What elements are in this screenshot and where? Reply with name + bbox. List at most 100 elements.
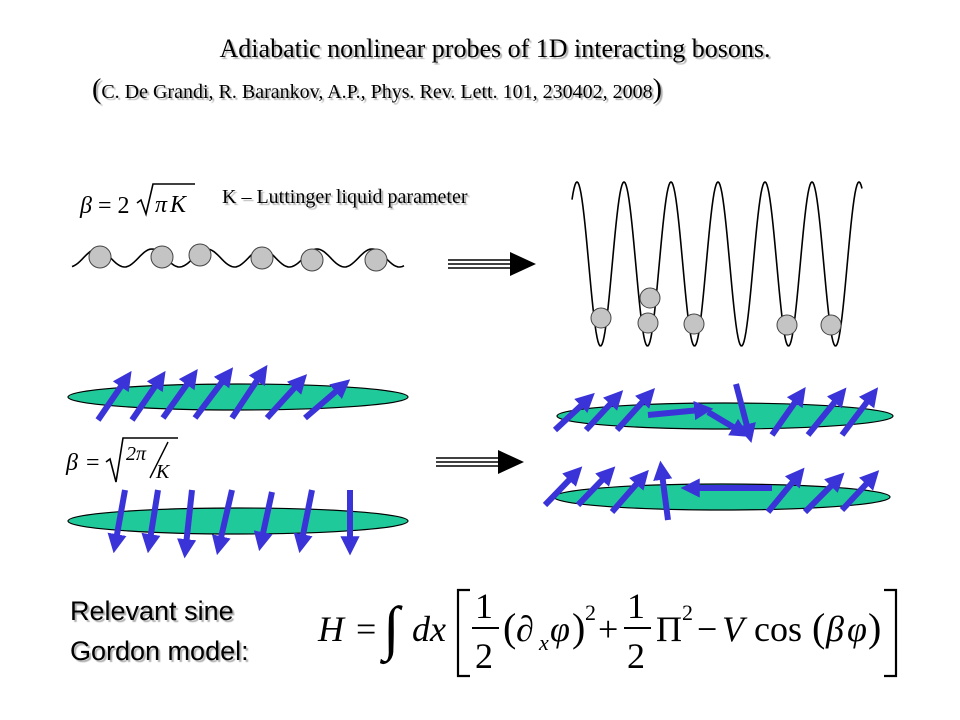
k-symbol: K — [169, 192, 188, 218]
spin-arrow — [583, 390, 624, 433]
cos-function: cos — [754, 609, 802, 649]
beta-formula-1: β = 2 π K — [79, 183, 195, 219]
citation-open-paren: ( — [92, 74, 102, 105]
two-pi-symbol: 2π — [126, 443, 147, 465]
spin-arrow — [264, 374, 308, 421]
x-subscript: x — [538, 630, 549, 655]
citation-close-paren: ) — [652, 74, 662, 105]
spin-arrow — [552, 392, 595, 433]
paren-close-2: ) — [868, 605, 881, 650]
spin-arrow — [192, 367, 234, 420]
pi-capital: Π — [656, 609, 682, 649]
particle — [88, 245, 112, 269]
deep-lattice — [571, 181, 863, 347]
particle — [364, 248, 388, 272]
spin-arrow — [769, 387, 806, 437]
h-symbol: H — [317, 609, 346, 649]
spin-chain-right-top — [552, 383, 894, 444]
beta-symbol-2: β — [65, 450, 78, 476]
citation: (C. De Grandi, R. Barankov, A.P., Phys. … — [92, 74, 662, 106]
spin-arrow — [575, 466, 616, 508]
beta-in-cos: β — [825, 609, 844, 649]
spin-arrow — [805, 387, 847, 437]
k-symbol-2: K — [155, 461, 171, 483]
particle — [820, 314, 842, 336]
equals: = — [356, 609, 376, 649]
spin-arrow — [839, 470, 880, 513]
half-denominator-1: 2 — [475, 636, 493, 676]
equals-2: = — [86, 450, 100, 476]
particle — [637, 312, 659, 334]
particle — [639, 287, 661, 309]
spin-chain-left-bottom — [67, 489, 409, 559]
spin-arrow — [765, 467, 805, 514]
particle — [776, 314, 798, 336]
sqrt-sign — [136, 183, 195, 217]
particle — [188, 243, 212, 267]
minus-sign: − — [697, 609, 717, 649]
shallow-potential-curve — [71, 248, 405, 268]
sqrt-sign-2 — [105, 437, 178, 483]
dx: dx — [412, 609, 446, 649]
spin-arrow — [303, 379, 351, 421]
square-exponent-1: 2 — [585, 600, 596, 625]
relevant-label-line1: Relevant sine — [70, 596, 234, 626]
spin-arrow — [647, 400, 714, 421]
particle — [250, 246, 274, 270]
spin-arrow — [839, 387, 879, 437]
shallow-lattice — [71, 243, 405, 272]
spin-chain-left-top — [67, 364, 409, 422]
partial-symbol: ∂ — [516, 609, 534, 649]
particle — [300, 248, 324, 272]
transition-arrow-bottom — [436, 450, 524, 474]
spin-arrow — [609, 469, 649, 514]
beta-formula-2: β = 2π K — [65, 437, 178, 483]
particle — [150, 245, 174, 269]
hamiltonian-formula: H = ∫ dx 1 2 ( ∂ x φ ) 2 + 1 2 Π 2 − V c… — [317, 586, 898, 678]
spin-arrow — [542, 466, 583, 508]
beta-symbol: β — [79, 193, 92, 219]
spin-arrow — [293, 489, 315, 554]
integral-sign: ∫ — [380, 595, 403, 665]
spin-arrow — [129, 370, 166, 422]
spin-chain-right-bottom — [542, 460, 891, 521]
particle — [590, 307, 612, 329]
pi-symbol: π — [155, 192, 168, 218]
phi-symbol-1: φ — [550, 609, 570, 649]
spin-arrow — [211, 489, 235, 556]
spin-arrow — [653, 460, 673, 521]
paren-close-1: ) — [572, 605, 585, 650]
fraction-slash — [149, 441, 169, 479]
v-symbol: V — [722, 609, 748, 649]
spin-arrow — [733, 383, 756, 444]
relevant-label-line2: Gordon model: — [70, 636, 249, 666]
citation-text: C. De Grandi, R. Barankov, A.P., Phys. R… — [101, 81, 653, 103]
spin-arrow — [229, 364, 268, 420]
plus-sign: + — [598, 609, 618, 649]
spin-arrow — [141, 489, 161, 554]
spin-arrow — [160, 369, 198, 420]
chain-ellipse — [556, 402, 894, 430]
paren-open-2: ( — [812, 605, 825, 650]
square-exponent-2: 2 — [682, 600, 693, 625]
right-bracket — [884, 588, 898, 678]
spin-arrow — [95, 370, 132, 422]
half-numerator-2: 1 — [627, 586, 645, 626]
spin-arrow — [614, 388, 656, 433]
spin-arrow — [107, 489, 128, 554]
transition-arrow-top — [448, 252, 536, 276]
spin-arrow — [177, 489, 197, 559]
particle — [683, 313, 705, 335]
spin-arrow — [706, 409, 750, 437]
paren-open-1: ( — [503, 605, 516, 650]
half-numerator-1: 1 — [475, 586, 493, 626]
shallow-particles — [88, 243, 388, 272]
slide-title: Adiabatic nonlinear probes of 1D interac… — [219, 34, 771, 63]
equals-two: = 2 — [98, 193, 130, 219]
phi-symbol-2: φ — [847, 609, 867, 649]
spin-arrow — [802, 472, 845, 515]
spin-arrow — [253, 491, 275, 552]
luttinger-parameter-label: K – Luttinger liquid parameter — [222, 186, 468, 208]
left-bracket — [456, 588, 470, 678]
